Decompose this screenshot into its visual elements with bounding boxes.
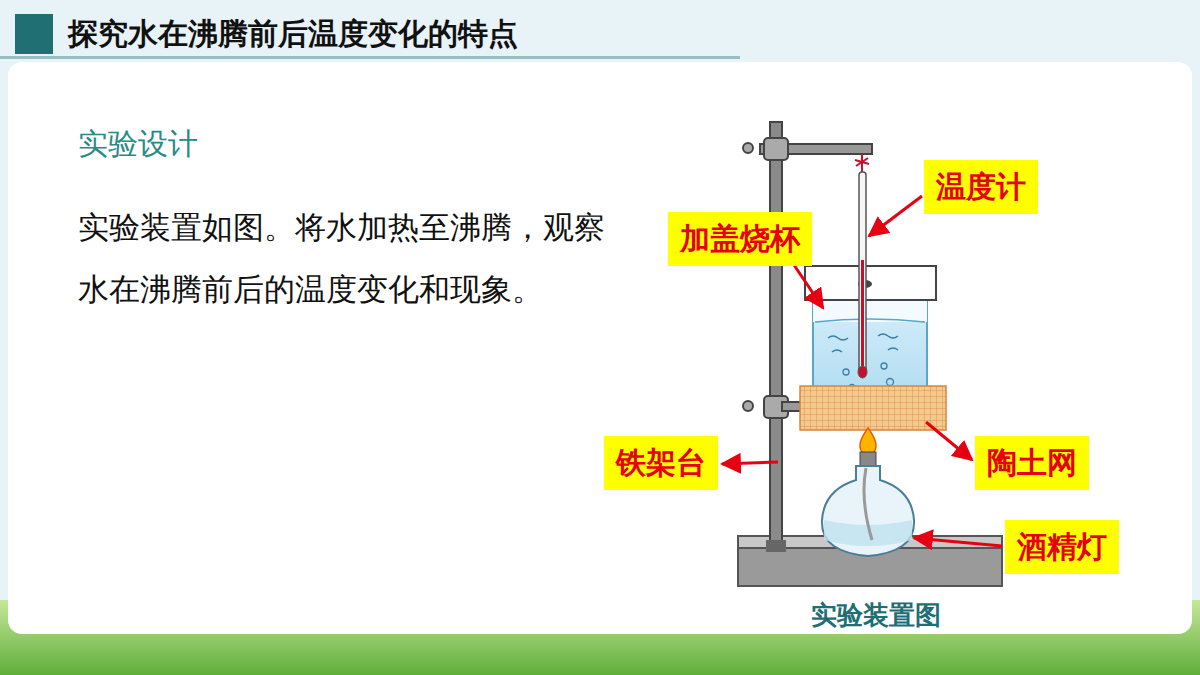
label-box: 酒精灯 bbox=[1005, 520, 1119, 574]
figure-caption: 实验装置图 bbox=[811, 598, 941, 633]
label-box: 铁架台 bbox=[604, 436, 718, 490]
label-box: 陶土网 bbox=[975, 436, 1089, 490]
label-box: 温度计 bbox=[924, 160, 1038, 214]
label-box: 加盖烧杯 bbox=[668, 212, 812, 266]
label-text: 温度计 bbox=[936, 164, 1026, 210]
label-text: 酒精灯 bbox=[1017, 524, 1107, 570]
slide-title: 探究水在沸腾前后温度变化的特点 bbox=[68, 14, 518, 55]
label-text: 陶土网 bbox=[987, 440, 1077, 486]
title-rule bbox=[0, 56, 740, 59]
body-text: 实验装置如图。将水加热至沸腾，观察水在沸腾前后的温度变化和现象。 bbox=[78, 196, 608, 320]
title-square bbox=[15, 14, 53, 54]
label-text: 加盖烧杯 bbox=[680, 216, 800, 262]
content-panel bbox=[8, 62, 1192, 634]
section-heading: 实验设计 bbox=[78, 124, 198, 165]
label-text: 铁架台 bbox=[616, 440, 706, 486]
